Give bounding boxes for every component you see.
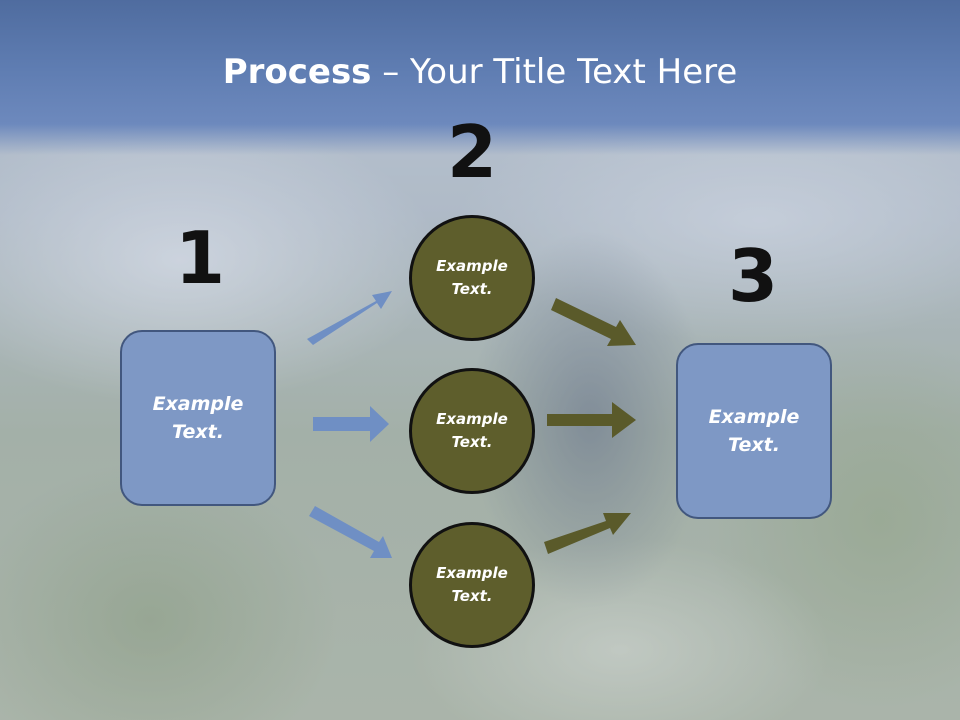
title-rest: – Your Title Text Here	[371, 52, 738, 92]
circle-2-text: Example Text.	[436, 409, 508, 451]
process-circle-1[interactable]: Example Text.	[409, 215, 535, 341]
left-box-text: Example Text.	[152, 392, 244, 444]
right-box-text: Example Text.	[708, 405, 800, 457]
title-bold: Process	[222, 52, 372, 92]
right-text-box[interactable]: Example Text.	[676, 343, 832, 519]
process-circle-3[interactable]: Example Text.	[409, 522, 535, 648]
olive-arrows	[544, 298, 636, 554]
left-text-box[interactable]: Example Text.	[120, 330, 276, 506]
step-number-2: 2	[446, 110, 498, 194]
blue-arrow-down	[309, 506, 392, 558]
circle-1-text: Example Text.	[436, 256, 508, 298]
olive-arrow-down	[551, 298, 636, 346]
olive-arrow-middle	[547, 402, 636, 438]
blue-arrow-middle	[313, 406, 389, 442]
slide-title[interactable]: Process – Your Title Text Here	[0, 52, 960, 92]
olive-arrow-up	[544, 513, 631, 554]
step-number-3: 3	[727, 234, 779, 318]
blue-arrows	[307, 291, 392, 558]
process-circle-2[interactable]: Example Text.	[409, 368, 535, 494]
title-band	[0, 0, 960, 155]
circle-3-text: Example Text.	[436, 563, 508, 605]
step-number-1: 1	[174, 216, 226, 300]
blue-arrow-up	[307, 291, 392, 345]
